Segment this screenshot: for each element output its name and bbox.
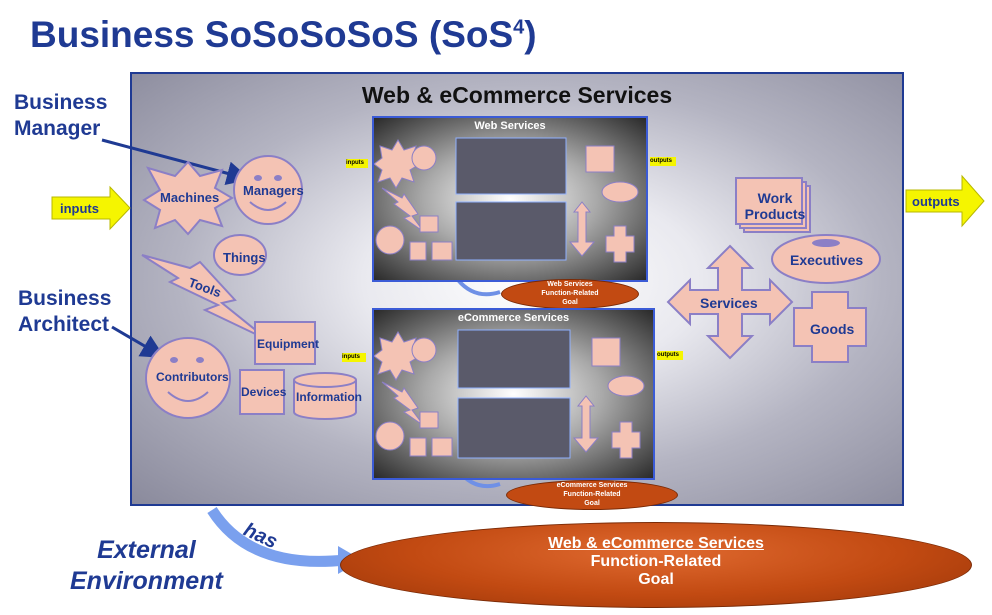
goal-ellipse: Web & eCommerce Services Function-Relate…: [340, 522, 972, 608]
outputs-label: outputs: [912, 194, 960, 209]
goal-line-2: Function-Related: [590, 553, 722, 570]
inputs-arrow: [51, 185, 131, 231]
executives-label: Executives: [790, 252, 864, 268]
inset-web-services: Web Services: [372, 116, 648, 282]
inset2-outputs: outputs: [657, 351, 683, 360]
information-shape: [293, 380, 357, 420]
machines-label: Machines: [160, 190, 220, 205]
equipment-shape: [254, 321, 316, 365]
equipment-label: Equipment: [257, 337, 319, 351]
page-title: Business SoSoSoSoS (SoS4): [30, 14, 537, 55]
services-label: Services: [700, 295, 758, 311]
outputs-arrow: [905, 174, 985, 228]
machines-shape: [142, 160, 234, 236]
executives-shape: [771, 234, 881, 284]
devices-shape: [239, 369, 285, 415]
architect-pointer: [111, 325, 166, 359]
inset1-inputs: inputs: [346, 159, 368, 168]
work-products-shape: [735, 177, 803, 225]
inset1-outputs: outputs: [650, 157, 676, 166]
goods-shape: [793, 291, 867, 363]
manager-pointer: [101, 138, 251, 185]
information-label: Information: [296, 390, 362, 404]
managers-shape: [233, 155, 303, 225]
things-shape: [213, 234, 267, 276]
contributors-shape: [145, 337, 231, 419]
inset2-inputs: inputs: [342, 353, 366, 362]
things-label: Things: [223, 250, 266, 265]
goal-line-1: Web & eCommerce Services: [548, 535, 764, 552]
goal-line-3: Goal: [638, 571, 674, 588]
managers-label: Managers: [243, 183, 304, 198]
inset-ecommerce-services: eCommerce Services: [372, 308, 655, 480]
frame-title: Web & eCommerce Services: [361, 82, 673, 108]
goods-label: Goods: [810, 321, 855, 337]
services-shape: [666, 244, 794, 360]
devices-label: Devices: [241, 385, 287, 399]
contributors-label: Contributors: [156, 370, 229, 384]
inputs-label: inputs: [60, 201, 99, 216]
has-arrow: [207, 506, 346, 567]
